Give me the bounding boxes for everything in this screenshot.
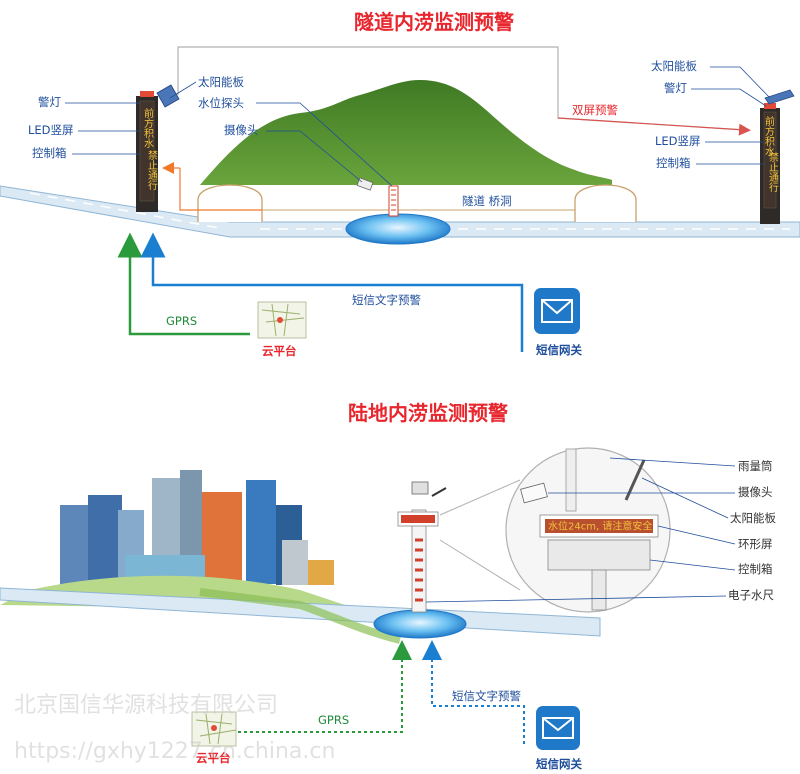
right-warning-light [764,103,776,109]
right-led-screen [763,111,777,209]
tunnel-left [197,184,263,222]
leader-water-gauge [425,595,727,603]
left-screen-text-1: 前方积水 [142,107,154,148]
zoom-lines [439,479,521,591]
top-road-lane [29,192,790,230]
top-gprs-arrow [117,232,250,336]
label-water-gauge: 电子水尺 [728,588,774,602]
bottom-sms-arrow [422,640,525,744]
label-solar-panel-bottom: 太阳能板 [730,511,776,525]
left-screen-text-2: 禁止通行 [146,150,158,191]
label-ring-screen: 环形屏 [738,537,773,551]
label-solar-panel-right: 太阳能板 [651,59,697,73]
label-warning-light-left: 警灯 [38,95,61,109]
zoom-rain-gauge [565,448,577,512]
label-control-box-bottom: 控制箱 [738,562,773,576]
top-sms-gateway-label: 短信网关 [536,343,582,357]
water-probe-marks [391,189,396,211]
label-camera-bottom: 摄像头 [738,485,773,499]
tunnel-right [574,184,637,222]
top-sms-arrow [140,232,524,352]
label-led-screen-right: LED竖屏 [655,134,701,148]
bottom-cloud-map-roads [195,713,237,745]
right-solar-panel [764,89,795,105]
bottom-grass [199,588,401,644]
leader-solar-panel-mid [169,81,197,99]
leader-water-probe [256,102,393,187]
bottom-sms-gateway-label: 短信网关 [536,757,582,771]
label-warning-light-right: 警灯 [664,81,687,95]
leader-ring-screen [657,525,736,545]
leader-camera-top [266,130,363,183]
watermark-url: https://gxhy1227.cn.china.cn [14,739,335,764]
left-warning-light [140,91,154,97]
top-water-puddle [345,213,451,245]
top-envelope-icon [541,299,573,323]
zoom-control-box [547,539,651,571]
mountain [200,80,612,185]
left-led-screen [139,100,155,202]
watermark-company: 北京国信华源科技有限公司 [14,693,278,718]
tower-camera [411,481,429,495]
city-skyline [60,470,334,585]
right-screen-text-2: 禁止通行 [767,152,779,193]
leader-rain-gauge [609,457,736,467]
bottom-cloud-map-pin [211,725,217,731]
zoom-screen-text: 水位24cm, 请注意安全 [548,520,652,533]
leader-solar-panel-bottom [641,477,729,519]
bottom-title: 陆地内涝监测预警 [348,401,508,425]
label-control-box-left: 控制箱 [32,146,67,160]
tower-water-gauge-marks [415,538,423,602]
zoom-camera [520,482,548,504]
bottom-envelope-icon [542,717,574,739]
dual-screen-label: 双屏预警 [572,103,618,117]
top-cloud-map-pin [277,317,283,323]
label-control-box-right: 控制箱 [656,156,691,170]
top-gprs-label: GPRS [166,314,197,328]
top-cloud-label: 云平台 [262,344,297,358]
bottom-water-puddle [373,609,467,639]
zoom-pole [591,569,607,611]
tower-ring-screen-led [401,515,435,523]
zoom-ring-screen-led [545,519,653,533]
right-screen-text-1: 前方积水 [763,115,775,156]
top-title: 隧道内涝监测预警 [354,10,514,34]
bottom-sms-label: 短信文字预警 [452,689,521,703]
top-cloud-map-roads [261,303,305,337]
left-solar-panel [156,84,180,108]
leader-warning-light-right [691,88,767,107]
label-water-probe: 水位探头 [198,96,244,110]
leader-control-box-bottom [649,559,736,571]
tunnel-label: 隧道 桥洞 [462,194,512,208]
tunnel-to-pole-line [179,168,262,211]
bottom-gprs-label: GPRS [318,713,349,727]
bottom-gprs-arrow [226,640,412,733]
water-probe [388,185,399,217]
bottom-cloud-label: 云平台 [196,751,231,765]
label-solar-panel-mid: 太阳能板 [198,75,244,89]
top-sms-gateway-icon [534,288,580,334]
label-rain-gauge: 雨量筒 [738,459,773,473]
leader-solar-panel-right [710,66,771,99]
label-led-screen-left: LED竖屏 [28,123,74,137]
dual-screen-arrow [557,117,751,136]
label-camera-top: 摄像头 [224,123,259,137]
top-sms-label: 短信文字预警 [352,293,421,307]
tower-solar-panel [431,487,447,497]
